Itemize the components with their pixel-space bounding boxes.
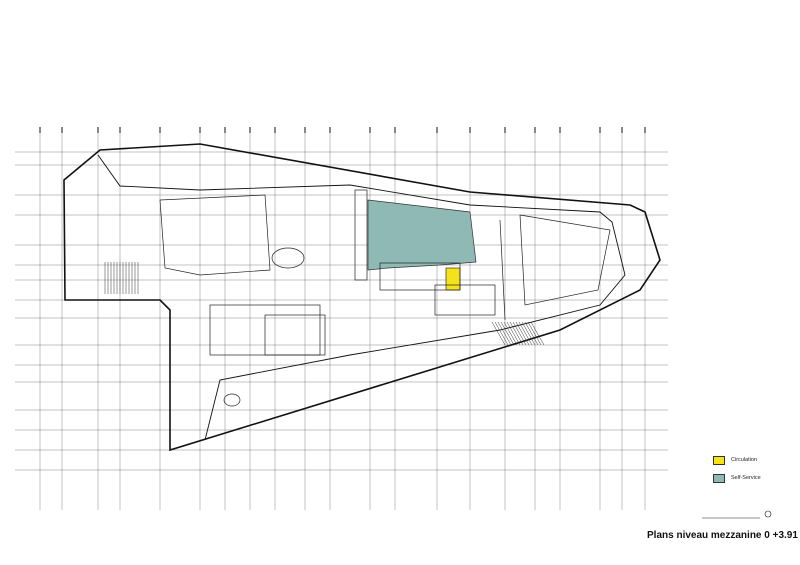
stair-tread xyxy=(491,321,506,346)
circulation-swatch xyxy=(713,455,725,465)
legend-item-self-service: Self-Service xyxy=(713,471,761,485)
legend-label: Circulation xyxy=(731,457,757,463)
circulation-zone xyxy=(445,267,461,291)
outer-outline xyxy=(63,143,661,452)
stair-tread xyxy=(500,321,515,346)
stair-tread xyxy=(524,321,539,346)
stair-tread xyxy=(530,321,545,346)
stair-tread xyxy=(512,321,527,346)
stair-tread xyxy=(527,321,542,346)
plan-title: Plans niveau mezzanine 0 +3.91 xyxy=(647,530,798,541)
inner-outline xyxy=(97,154,626,441)
room-details xyxy=(159,189,611,407)
self-service-swatch xyxy=(713,473,725,483)
stair-tread xyxy=(515,321,530,346)
stair-hatching xyxy=(104,262,545,346)
structural-grid xyxy=(15,127,668,510)
legend: Circulation Self-Service xyxy=(713,453,761,489)
stair-tread xyxy=(497,321,512,346)
stair-tread xyxy=(503,321,518,346)
building-outline xyxy=(63,143,661,452)
stair-tread xyxy=(506,321,521,346)
stair-tread xyxy=(521,321,536,346)
scale-bar xyxy=(702,510,772,519)
legend-item-circulation: Circulation xyxy=(713,453,761,467)
circulation-area xyxy=(445,267,461,291)
stair-tread xyxy=(518,321,533,346)
legend-label: Self-Service xyxy=(731,475,761,481)
stair-tread xyxy=(494,321,509,346)
stair-tread xyxy=(509,321,524,346)
self-service-area xyxy=(367,199,477,271)
self-service-zone xyxy=(367,199,477,271)
